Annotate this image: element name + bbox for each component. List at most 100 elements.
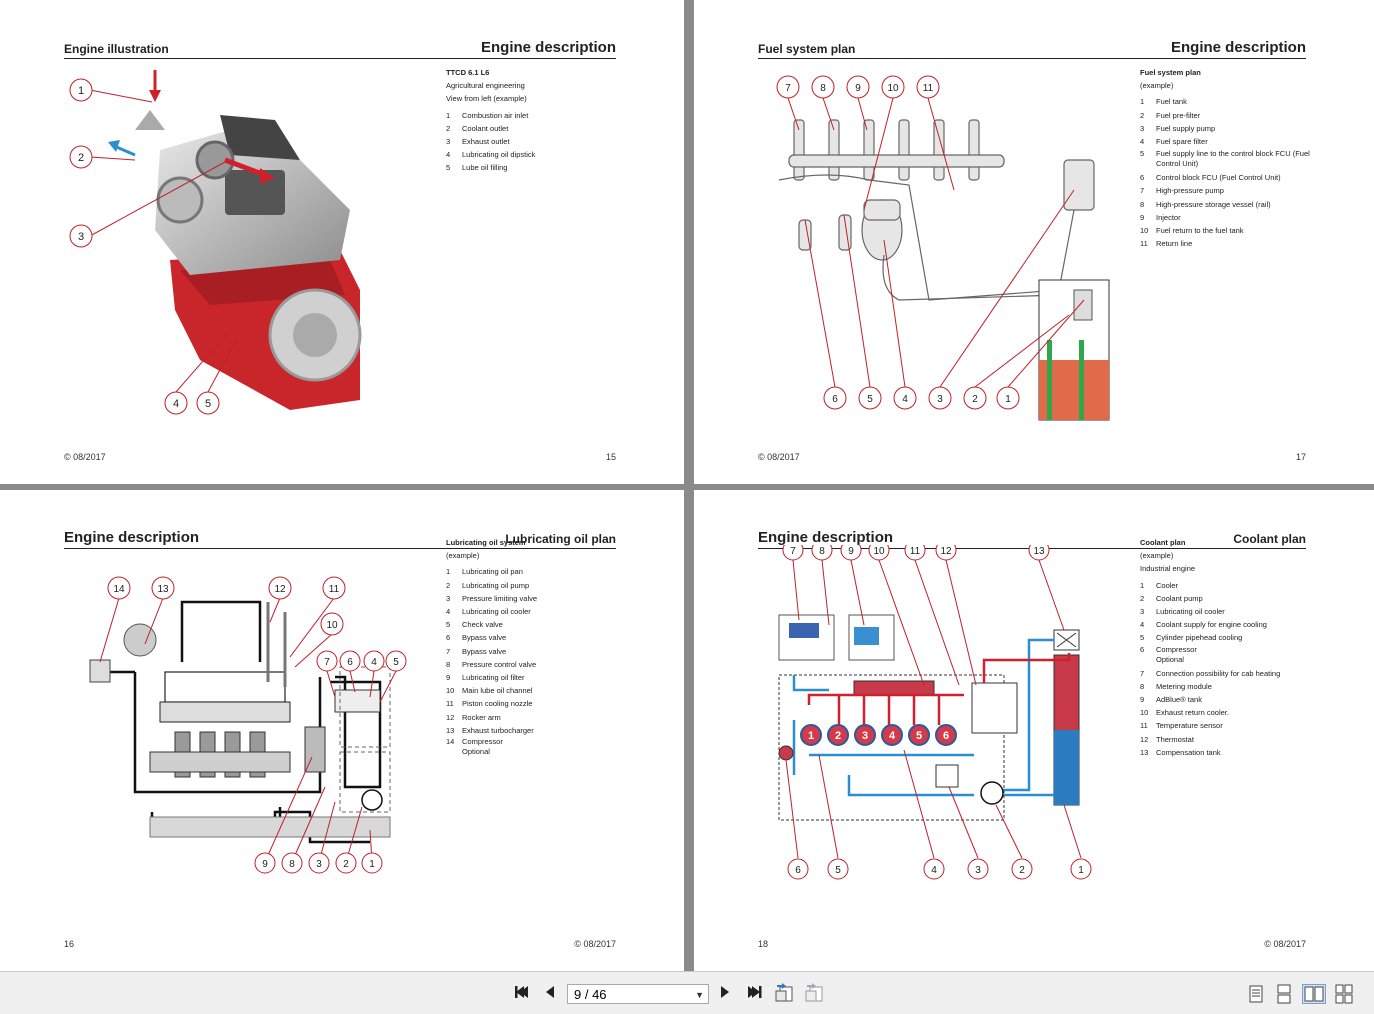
legend-text: Rocker arm — [462, 712, 501, 722]
svg-text:6: 6 — [795, 865, 801, 876]
header-chapter: Engine description — [758, 529, 894, 546]
legend-text: Compensation tank — [1156, 747, 1221, 757]
page-number-input[interactable]: 9 / 46 ▼ — [567, 984, 709, 1004]
svg-text:5: 5 — [916, 730, 922, 742]
legend-item: 6 Bypass valve — [446, 631, 626, 644]
legend-number: 9 — [1140, 695, 1145, 705]
legend-text: Fuel supply pump — [1156, 123, 1216, 133]
svg-text:2: 2 — [972, 394, 978, 405]
legend-text: Coolant outlet — [462, 123, 509, 133]
legend-number: 2 — [1140, 593, 1145, 603]
chevron-down-icon[interactable]: ▼ — [695, 990, 704, 1000]
legend-number: 10 — [1140, 226, 1149, 236]
first-page-icon[interactable] — [512, 982, 532, 1004]
legend-number: 3 — [1140, 607, 1145, 617]
prev-page-icon[interactable] — [541, 982, 559, 1004]
header-chapter: Engine description — [64, 529, 200, 546]
legend-text: Cooler — [1156, 580, 1179, 590]
legend-number: 11 — [1140, 239, 1148, 249]
svg-text:1: 1 — [808, 730, 814, 742]
svg-text:6: 6 — [347, 657, 353, 668]
legend-text: High-pressure storage vessel (rail) — [1156, 199, 1271, 209]
legend-text: Lubricating oil dipstick — [462, 150, 536, 160]
legend-text: Bypass valve — [462, 633, 507, 643]
legend-number: 5 — [1140, 633, 1145, 643]
legend-text: Temperature sensor — [1156, 721, 1223, 731]
legend-text: Thermostat — [1156, 734, 1194, 744]
legend-number: 13 — [446, 725, 455, 735]
legend-text: Lubricating oil filter — [462, 673, 525, 683]
continuous-facing-view-icon[interactable] — [1334, 984, 1354, 1004]
svg-text:1: 1 — [78, 85, 84, 97]
engine-illustration: 1 2 3 4 5 — [69, 70, 362, 415]
legend-number: 2 — [446, 123, 451, 133]
next-view-icon[interactable] — [803, 982, 825, 1004]
svg-text:6: 6 — [943, 730, 949, 742]
svg-text:5: 5 — [867, 394, 873, 405]
legend-text: Fuel return to the fuel tank — [1156, 226, 1244, 236]
continuous-view-icon[interactable] — [1274, 984, 1294, 1004]
page-15: Engine illustration Engine description 1… — [0, 0, 684, 484]
legend-number: 1 — [1140, 97, 1145, 107]
svg-text:10: 10 — [326, 620, 338, 631]
page-header: Fuel system plan Engine description — [758, 34, 1306, 59]
svg-text:5: 5 — [835, 865, 841, 876]
legend-subtitle: Agricultural engineering — [446, 81, 525, 91]
single-page-view-icon[interactable] — [1246, 984, 1266, 1004]
svg-text:3: 3 — [937, 394, 943, 405]
next-page-icon[interactable] — [716, 982, 734, 1004]
legend-item: 1 Cooler — [1140, 579, 1320, 592]
legend-text: Lubricating oil cooler — [462, 607, 531, 617]
facing-view-icon[interactable] — [1302, 984, 1326, 1004]
legend-text: Return line — [1156, 239, 1193, 249]
svg-text:5: 5 — [205, 398, 211, 410]
legend-title: Lubricating oil system — [446, 538, 526, 547]
svg-text:13: 13 — [157, 584, 169, 595]
legend-number: 6 — [446, 633, 451, 643]
previous-view-icon[interactable] — [773, 982, 795, 1004]
svg-text:4: 4 — [902, 394, 908, 405]
header-chapter: Engine description — [1170, 39, 1306, 56]
legend-text: Lubricating oil cooler — [1156, 607, 1225, 617]
legend-title: TTCD 6.1 L6 — [446, 68, 490, 77]
legend-text: Connection possibility for cab heating — [1156, 668, 1281, 678]
svg-text:10: 10 — [887, 83, 899, 94]
legend-number: 1 — [1140, 580, 1145, 590]
header-section: Fuel system plan — [758, 42, 856, 56]
legend-number: 5 — [446, 620, 451, 630]
legend: Coolant plan (example) Industrial engine… — [1140, 536, 1320, 759]
legend-number: 4 — [446, 150, 451, 160]
legend-number: 7 — [1140, 186, 1145, 196]
svg-text:12: 12 — [274, 584, 286, 595]
svg-text:2: 2 — [343, 859, 349, 870]
page-number: 17 — [1295, 452, 1306, 462]
last-page-icon[interactable] — [744, 982, 764, 1004]
fuel-system-diagram: 7 8 9 10 11 6 5 4 3 2 1 — [776, 75, 1110, 421]
svg-text:2: 2 — [78, 152, 84, 164]
page-number: 16 — [64, 939, 75, 949]
svg-text:2: 2 — [1019, 865, 1025, 876]
legend-text: Exhaust return cooler. — [1156, 708, 1229, 718]
svg-text:4: 4 — [889, 730, 896, 742]
svg-text:7: 7 — [785, 83, 791, 94]
legend-number: 14 — [446, 737, 455, 747]
svg-text:14: 14 — [113, 584, 125, 595]
legend-number: 5 — [1140, 149, 1145, 159]
svg-text:11: 11 — [329, 584, 340, 595]
